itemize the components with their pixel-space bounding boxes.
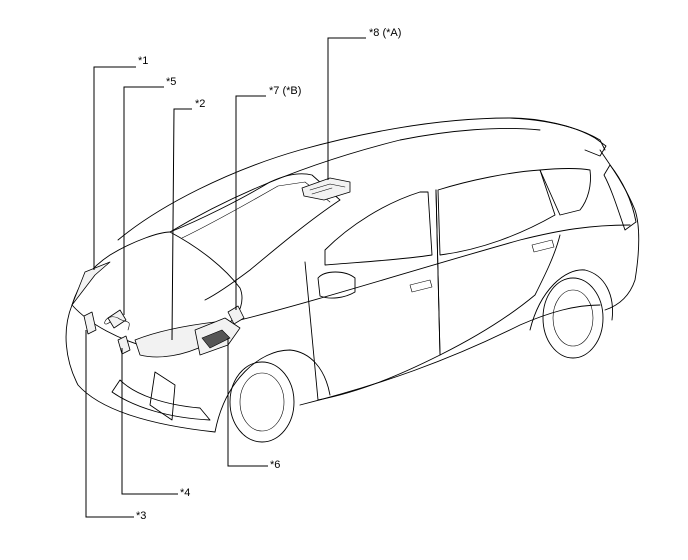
side-mirror: [317, 271, 356, 299]
body-side-line: [239, 224, 631, 321]
front-bumper: [65, 304, 216, 433]
rear-spoiler: [509, 117, 607, 157]
leader-5: [123, 86, 164, 315]
callout-4: *4: [180, 487, 190, 499]
front-door-handle: [409, 279, 433, 293]
rear-outline: [599, 149, 640, 311]
part-5-harness: [104, 316, 130, 331]
leader-3: [85, 330, 134, 518]
callout-6: *6: [270, 459, 280, 471]
roof-inner-line: [169, 128, 541, 233]
leader-6: [227, 338, 268, 467]
part-7-sensor: [227, 305, 245, 325]
callout-8: *8 (*A): [369, 27, 401, 39]
rear-door: [435, 189, 561, 356]
leader-1: [93, 66, 136, 270]
leader-lines: [85, 37, 366, 518]
windshield-inner: [181, 181, 331, 239]
callout-5: *5: [166, 76, 176, 88]
rear-door-handle: [531, 239, 555, 253]
leader-4: [121, 348, 178, 495]
hood-outline: [71, 231, 243, 323]
callout-labels: *1 *5 *2 *7 (*B) *8 (*A) *6 *4 *3: [136, 27, 401, 522]
roof-outline: [117, 117, 606, 241]
fog-lamp: [149, 371, 176, 421]
part-3-sensor: [83, 311, 97, 335]
callout-2: *2: [195, 98, 205, 110]
rear-door-window: [437, 169, 556, 256]
vehicle-illustration: [65, 117, 640, 443]
leader-7: [235, 95, 266, 310]
leader-2: [171, 108, 192, 341]
front-wheel: [214, 349, 331, 443]
rocker-line: [299, 304, 601, 406]
leader-8: [327, 37, 366, 180]
callout-7: *7 (*B): [269, 85, 301, 97]
part-6-lens: [201, 329, 231, 349]
lower-grille: [111, 379, 211, 421]
rear-wheel: [529, 269, 613, 359]
part-1-hood-edge: [71, 261, 111, 306]
part-4-sensor: [117, 335, 131, 355]
rear-lamp: [603, 164, 637, 231]
callout-3: *3: [136, 510, 146, 522]
component-parts: [71, 177, 351, 358]
part-8-detail: [309, 183, 346, 195]
part-8-roof-module: [301, 177, 351, 201]
front-door-window: [324, 191, 433, 266]
callout-1: *1: [138, 55, 148, 67]
part-5-sensor: [107, 309, 127, 329]
rear-quarter-window: [539, 168, 591, 216]
